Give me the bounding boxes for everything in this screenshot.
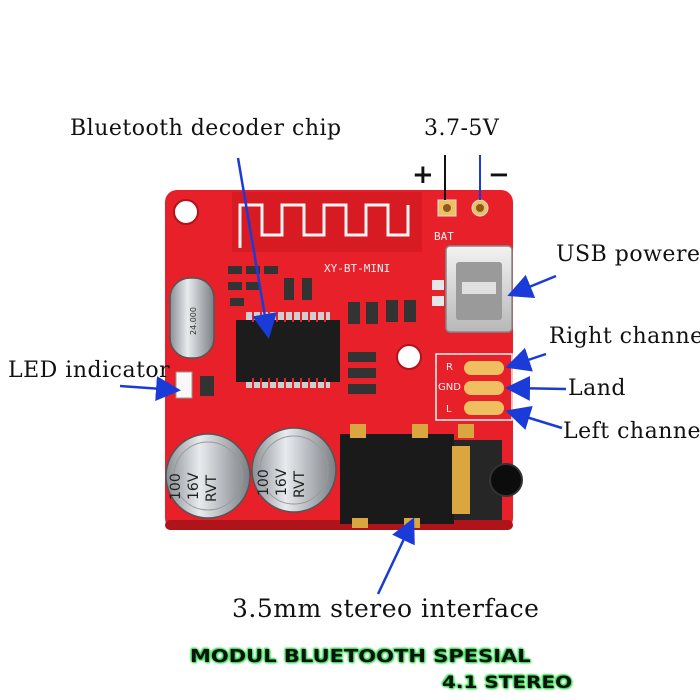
audio-jack-pin (412, 424, 428, 438)
capacitor-2-text: 100 (256, 469, 272, 496)
chip-arrow (236, 157, 277, 339)
smd-resistor (246, 282, 260, 290)
usb-solder-pad (432, 280, 444, 290)
capacitor-2-text: RVT (292, 470, 308, 498)
capacitor-1-text: 16V (186, 472, 202, 500)
mounting-hole (173, 199, 199, 225)
label-plus: + (412, 160, 435, 190)
pad-label-gnd: GND (438, 382, 461, 393)
label-usb-powered: USB powered (556, 242, 700, 267)
crystal-oscillator (169, 277, 215, 359)
title-line-1: MODUL BLUETOOTH SPESIAL (190, 645, 531, 667)
capacitor-1-text: 100 (168, 473, 184, 500)
smd-resistor (348, 368, 376, 378)
title-line-2: 4.1 STEREO (442, 671, 573, 693)
antenna-trace (238, 203, 410, 248)
land-arrow (505, 375, 567, 401)
capacitor-2-top (259, 435, 329, 505)
smd-resistor (366, 302, 378, 324)
audio-jack-contact (452, 446, 470, 514)
smd-resistor (284, 278, 294, 300)
pad-label-l: L (446, 404, 452, 415)
jack-arrow (376, 517, 415, 595)
capacitor-1-text: RVT (204, 474, 220, 502)
smd-resistor (264, 266, 278, 274)
via-hole (396, 344, 422, 370)
led-arrow (119, 376, 181, 402)
usb-port-tongue (462, 282, 496, 294)
usb-solder-pad (432, 296, 444, 306)
label-land: Land (568, 376, 626, 401)
pad-ground (464, 381, 504, 395)
smd-resistor (228, 266, 242, 274)
label-left-channel: Left channel (563, 419, 700, 444)
pad-left-channel (464, 401, 504, 415)
capacitor-2 (251, 427, 337, 513)
left-channel-arrow (505, 405, 563, 430)
audio-jack-pin (350, 424, 366, 438)
audio-jack-pin (352, 518, 368, 528)
led (175, 371, 193, 399)
smd-resistor (348, 302, 360, 324)
capacitor-2-text: 16V (274, 468, 290, 496)
capacitor-1-top (173, 441, 243, 511)
label-stereo-interface: 3.5mm stereo interface (232, 594, 540, 623)
smd-resistor (386, 300, 398, 322)
decoder-chip (236, 320, 340, 382)
pad-label-r: R (446, 362, 453, 373)
capacitor-1 (165, 433, 251, 519)
label-led-indicator: LED indicator (8, 358, 171, 383)
audio-jack-hole (489, 463, 523, 497)
board-bat-text: BAT (434, 230, 454, 243)
audio-jack-pin (458, 424, 474, 438)
smd-resistor (348, 384, 376, 394)
smd-resistor (302, 278, 312, 300)
bat-minus-hole (476, 204, 484, 212)
label-voltage: 3.7-5V (424, 116, 500, 141)
right-channel-arrow (505, 347, 547, 372)
board-model-text: XY-BT-MINI (324, 262, 390, 275)
smd-resistor (246, 266, 260, 274)
audio-jack (340, 434, 454, 524)
antenna-zone (232, 192, 422, 252)
smd-resistor (404, 300, 416, 322)
bat-plus-hole (443, 204, 451, 212)
led-resistor (200, 376, 214, 396)
pad-right-channel (464, 361, 504, 375)
label-minus: − (488, 160, 511, 190)
label-right-channel: Right channel (549, 324, 700, 349)
smd-resistor (348, 352, 376, 362)
decoder-chip-pins (246, 312, 330, 388)
pcb-edge-shadow (165, 520, 513, 530)
usb-arrow (507, 274, 557, 298)
label-bluetooth-decoder-chip: Bluetooth decoder chip (70, 116, 342, 141)
smd-resistor (230, 298, 244, 306)
crystal-text: 24.000 (189, 307, 198, 335)
smd-resistor (228, 282, 242, 290)
